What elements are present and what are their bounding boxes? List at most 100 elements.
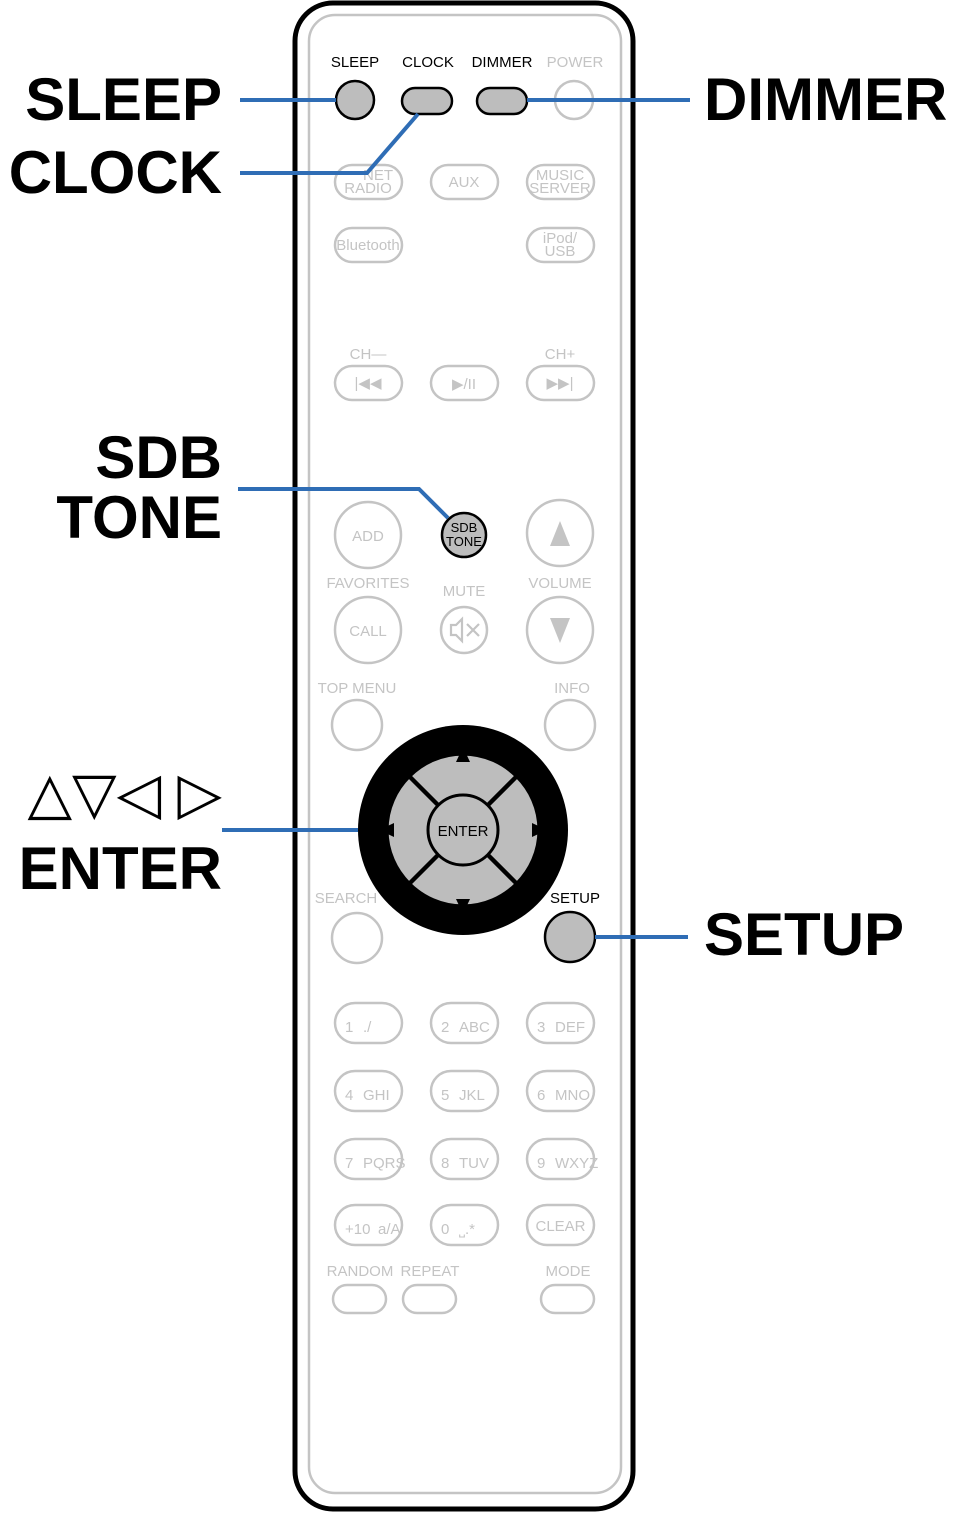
dimmer-button[interactable] <box>475 86 529 116</box>
mode-label: MODE <box>546 1263 591 1280</box>
prev-icon: |◀◀ <box>355 375 382 392</box>
info-label: INFO <box>554 680 590 697</box>
clock-button[interactable] <box>400 86 454 116</box>
keypad-letters: TUV <box>459 1155 489 1172</box>
search-label: SEARCH <box>315 890 378 907</box>
callout-clock: CLOCK <box>9 139 222 206</box>
volume-up-icon <box>550 521 570 546</box>
repeat-label: REPEAT <box>401 1263 460 1280</box>
volume-label: VOLUME <box>528 575 591 592</box>
top-menu-button[interactable] <box>330 698 384 752</box>
keypad-letters: DEF <box>555 1019 585 1036</box>
call-label: CALL <box>349 623 387 640</box>
keypad-button-1[interactable] <box>333 1001 404 1045</box>
keypad-button-6[interactable] <box>525 1069 596 1113</box>
callout-sleep: SLEEP <box>25 66 222 133</box>
bluetooth-button[interactable] <box>333 226 404 264</box>
call-button[interactable] <box>333 595 403 665</box>
ch-plus-label: CH+ <box>545 346 576 363</box>
ipod-usb-label-2: USB <box>545 243 576 260</box>
setup-button[interactable] <box>543 910 597 964</box>
random-label: RANDOM <box>327 1263 394 1280</box>
add-label: ADD <box>352 528 384 545</box>
music-server-label-2: SERVER <box>529 180 591 197</box>
keypad-button-11[interactable] <box>429 1203 500 1247</box>
callout-dimmer: DIMMER <box>704 66 947 133</box>
keypad-number: 8 <box>441 1155 449 1172</box>
remote-label-dimmer: DIMMER <box>472 54 533 71</box>
play-pause-button[interactable] <box>429 364 500 402</box>
keypad-letters: MNO <box>555 1087 590 1104</box>
aux-button[interactable] <box>429 163 500 201</box>
ch-minus-label: CH— <box>350 346 387 363</box>
mode-button[interactable] <box>539 1283 596 1315</box>
repeat-button[interactable] <box>401 1283 458 1315</box>
keypad-letters: WXYZ <box>555 1155 598 1172</box>
volume-up-button[interactable] <box>525 498 595 568</box>
sdb-tone-button[interactable] <box>440 511 488 559</box>
keypad-number: 4 <box>345 1087 353 1104</box>
keypad-number: +10 <box>345 1221 370 1238</box>
keypad-letters: PQRS <box>363 1155 406 1172</box>
keypad-letters: GHI <box>363 1087 390 1104</box>
keypad-button-3[interactable] <box>525 1001 596 1045</box>
internet-radio-button[interactable] <box>333 163 404 201</box>
sdb-tone-label-2: TONE <box>446 534 482 549</box>
music-server-button[interactable] <box>525 163 596 201</box>
keypad-letters: ABC <box>459 1019 490 1036</box>
top-menu-label: TOP MENU <box>318 680 397 697</box>
info-button[interactable] <box>543 698 597 752</box>
enter-button[interactable] <box>426 793 500 867</box>
keypad-button-7[interactable] <box>333 1137 404 1181</box>
mute-button[interactable] <box>439 605 489 655</box>
callout-enter: ENTER <box>19 835 222 902</box>
cursor-pad: ENTER <box>358 725 568 935</box>
sleep-button[interactable] <box>334 79 376 121</box>
keypad-button-5[interactable] <box>429 1069 500 1113</box>
volume-down-button[interactable] <box>525 595 595 665</box>
keypad-button-9[interactable] <box>525 1137 596 1181</box>
keypad-letters: ⎵.* <box>459 1221 475 1238</box>
mute-label: MUTE <box>443 583 486 600</box>
keypad-button-8[interactable] <box>429 1137 500 1181</box>
keypad-number: 5 <box>441 1087 449 1104</box>
callout-arrows: △▽◁ ▷ <box>27 761 222 826</box>
add-button[interactable] <box>333 500 403 570</box>
volume-down-icon <box>550 618 570 643</box>
arrow-down-icon <box>456 899 470 914</box>
enter-label: ENTER <box>438 823 489 840</box>
speaker-mute-icon <box>449 616 480 644</box>
keypad-letters: a/A <box>378 1221 401 1238</box>
random-button[interactable] <box>331 1283 388 1315</box>
keypad-number: 3 <box>537 1019 545 1036</box>
keypad-button-2[interactable] <box>429 1001 500 1045</box>
keypad-number: 0 <box>441 1221 449 1238</box>
keypad-button-4[interactable] <box>333 1069 404 1113</box>
next-button[interactable] <box>525 364 596 402</box>
callout-sdb: SDB <box>95 424 222 491</box>
keypad-number: 9 <box>537 1155 545 1172</box>
keypad-number: 7 <box>345 1155 353 1172</box>
internet-radio-label-2: RADIO <box>344 180 392 197</box>
keypad-letters: ./ <box>363 1019 372 1036</box>
setup-label: SETUP <box>550 890 600 907</box>
ipod-usb-label-1: iPod/ <box>543 230 578 247</box>
keypad-number: 6 <box>537 1087 545 1104</box>
ipod-usb-button[interactable] <box>525 226 596 264</box>
arrow-left-icon <box>379 823 394 837</box>
prev-button[interactable] <box>333 364 404 402</box>
favorites-label: FAVORITES <box>326 575 409 592</box>
callout-tone: TONE <box>56 484 222 551</box>
keypad-button-10[interactable] <box>333 1203 404 1247</box>
search-button[interactable] <box>330 911 384 965</box>
callout-setup: SETUP <box>704 901 904 968</box>
remote-label-clock: CLOCK <box>402 54 454 71</box>
keypad-button-12[interactable] <box>525 1203 596 1247</box>
remote-label-sleep: SLEEP <box>331 54 379 71</box>
music-server-label-1: MUSIC <box>536 167 585 184</box>
keypad-letters: JKL <box>459 1087 485 1104</box>
keypad-number: 1 <box>345 1019 353 1036</box>
play-pause-icon: ▶/II <box>452 376 476 393</box>
